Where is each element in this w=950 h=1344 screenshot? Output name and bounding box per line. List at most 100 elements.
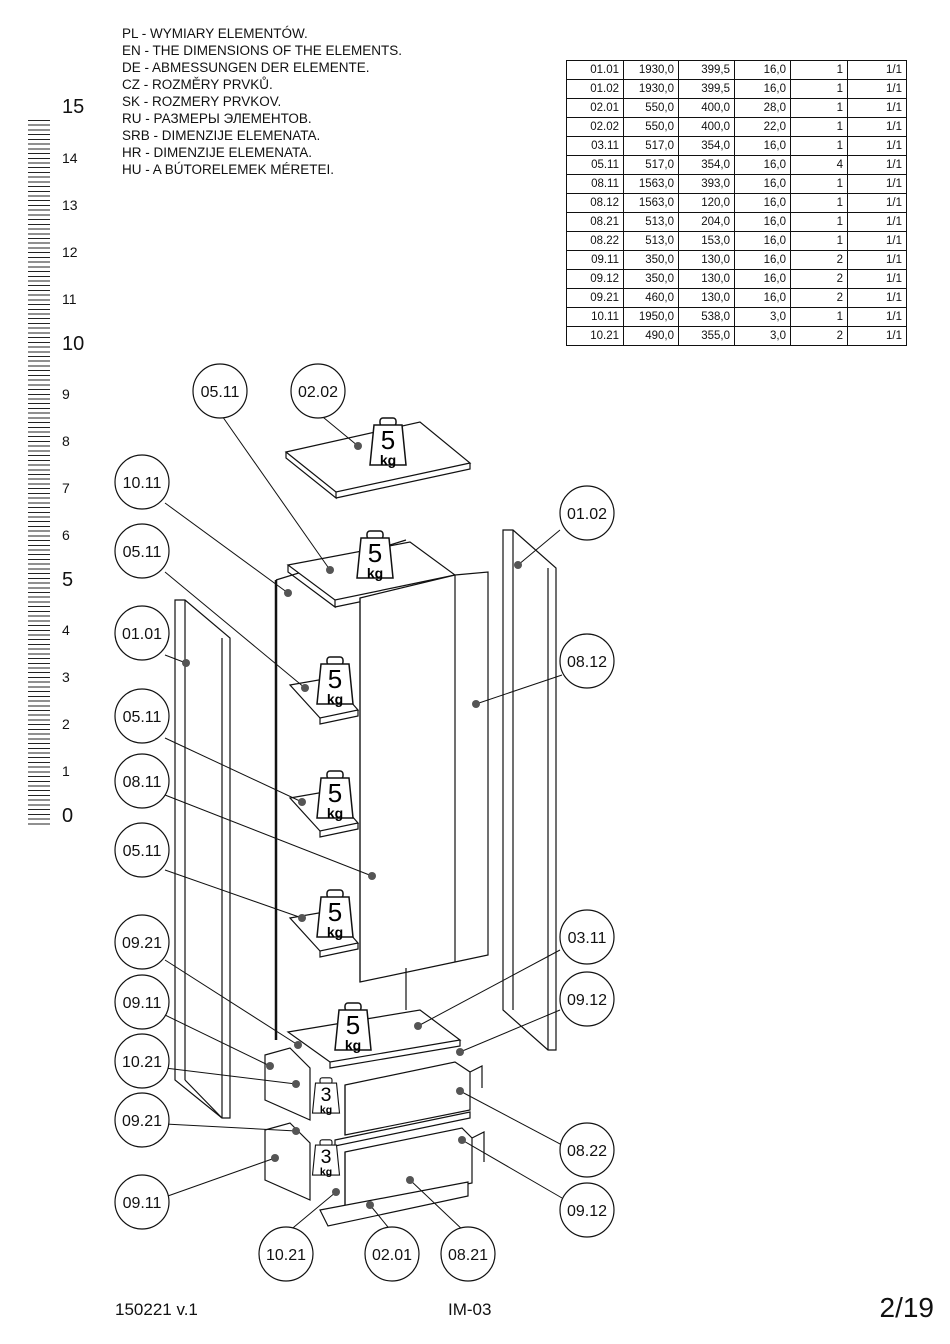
weight-icon: 5 kg xyxy=(316,889,354,940)
title-line: RU - РАЗМЕРЫ ЭЛЕМЕНТОВ. xyxy=(122,111,312,126)
title-line: PL - WYMIARY ELEMENTÓW. xyxy=(122,26,308,41)
svg-text:kg: kg xyxy=(345,1037,361,1053)
svg-text:5: 5 xyxy=(368,538,382,568)
table-cell: 10.21 xyxy=(566,326,624,346)
svg-text:kg: kg xyxy=(327,924,343,940)
table-cell: 1/1 xyxy=(847,136,907,156)
weight-icon: 5 kg xyxy=(316,656,354,707)
svg-text:5: 5 xyxy=(381,425,395,455)
callout-label: 10.21 xyxy=(122,1054,162,1071)
callout-label: 05.11 xyxy=(201,384,240,401)
callout-label: 09.21 xyxy=(122,1113,162,1130)
ruler-label: 10 xyxy=(62,333,85,355)
weight-icon: 3 kg xyxy=(311,1139,341,1178)
title-line: SK - ROZMERY PRVKOV. xyxy=(122,94,282,109)
ruler-label: 1 xyxy=(62,763,70,779)
side-panel-left xyxy=(174,599,231,1119)
title-line: SRB - DIMENZIJE ELEMENATA. xyxy=(122,128,321,143)
plinth xyxy=(319,1181,469,1227)
svg-text:kg: kg xyxy=(367,565,383,581)
table-cell: 1/1 xyxy=(847,79,907,99)
dimension-titles: PL - WYMIARY ELEMENTÓW. EN - THE DIMENSI… xyxy=(122,25,402,178)
title-line: HU - A BÚTORELEMEK MÉRETEI. xyxy=(122,162,335,177)
leader-lines xyxy=(164,412,563,1233)
table-cell: 350,0 xyxy=(623,250,679,270)
table-cell: 120,0 xyxy=(678,193,735,213)
weight-icon: 5 kg xyxy=(369,417,407,468)
svg-text:kg: kg xyxy=(327,805,343,821)
title-line: DE - ABMESSUNGEN DER ELEMENTE. xyxy=(122,60,370,75)
table-cell: 204,0 xyxy=(678,212,735,232)
table-cell: 490,0 xyxy=(623,326,679,346)
table-cell: 400,0 xyxy=(678,98,735,118)
bottom-shelf xyxy=(286,1009,462,1069)
callout-label: 03.11 xyxy=(568,930,607,947)
table-cell: 1/1 xyxy=(847,117,907,137)
svg-text:kg: kg xyxy=(327,691,343,707)
table-cell: 130,0 xyxy=(678,250,735,270)
callout-label: 09.11 xyxy=(123,995,162,1012)
table-cell: 08.21 xyxy=(566,212,624,232)
callout-bubbles xyxy=(114,363,615,1282)
table-cell: 01.01 xyxy=(566,60,624,80)
ruler-label: 3 xyxy=(62,669,70,685)
ruler-label: 15 xyxy=(62,96,85,118)
table-cell: 1/1 xyxy=(847,98,907,118)
table-cell: 460,0 xyxy=(623,288,679,308)
scale-ruler xyxy=(28,120,50,828)
table-cell: 1/1 xyxy=(847,307,907,327)
callout-label: 08.12 xyxy=(567,654,607,671)
svg-text:5: 5 xyxy=(346,1010,360,1040)
page-number: 2/19 xyxy=(879,1292,935,1323)
svg-text:3: 3 xyxy=(321,1146,332,1168)
table-cell: 10.11 xyxy=(566,307,624,327)
footer-code: 150221 v.1 xyxy=(115,1300,198,1319)
ruler-label: 9 xyxy=(62,386,70,402)
footer-model: IM-03 xyxy=(448,1300,492,1319)
table-cell: 16,0 xyxy=(734,193,791,213)
table-cell: 399,5 xyxy=(678,79,735,99)
callout-label: 09.12 xyxy=(567,1203,607,1220)
svg-text:5: 5 xyxy=(328,664,342,694)
callout-label: 10.11 xyxy=(123,475,162,492)
table-cell: 05.11 xyxy=(566,155,624,175)
callout-label: 08.22 xyxy=(567,1143,607,1160)
callout-label: 09.21 xyxy=(122,935,162,952)
title-line: CZ - ROZMĚRY PRVKŮ. xyxy=(122,77,273,92)
svg-text:5: 5 xyxy=(328,897,342,927)
callout-label: 02.02 xyxy=(298,384,338,401)
svg-text:kg: kg xyxy=(320,1166,332,1178)
table-cell: 01.02 xyxy=(566,79,624,99)
table-cell: 1/1 xyxy=(847,326,907,346)
door-panels xyxy=(359,571,489,1010)
table-cell: 399,5 xyxy=(678,60,735,80)
weight-icon: 5 kg xyxy=(356,530,394,581)
ruler-label: 13 xyxy=(62,197,78,213)
callout-label: 08.11 xyxy=(123,774,162,791)
svg-text:5: 5 xyxy=(328,778,342,808)
svg-text:kg: kg xyxy=(320,1104,332,1116)
table-cell: 1/1 xyxy=(847,155,907,175)
side-panel-right xyxy=(502,529,557,1051)
ruler-label: 4 xyxy=(62,622,70,638)
table-cell: 355,0 xyxy=(678,326,735,346)
ruler-label: 14 xyxy=(62,150,78,166)
ruler-label: 6 xyxy=(62,527,70,543)
title-line: EN - THE DIMENSIONS OF THE ELEMENTS. xyxy=(122,43,403,58)
drawer-upper xyxy=(264,1047,483,1147)
ruler-label: 11 xyxy=(62,291,77,307)
table-cell: 1/1 xyxy=(847,288,907,308)
callout-label: 02.01 xyxy=(372,1247,412,1264)
weight-icon: 5 kg xyxy=(334,1002,372,1053)
weight-icon: 3 kg xyxy=(311,1077,341,1116)
callout-label: 05.11 xyxy=(123,843,162,860)
